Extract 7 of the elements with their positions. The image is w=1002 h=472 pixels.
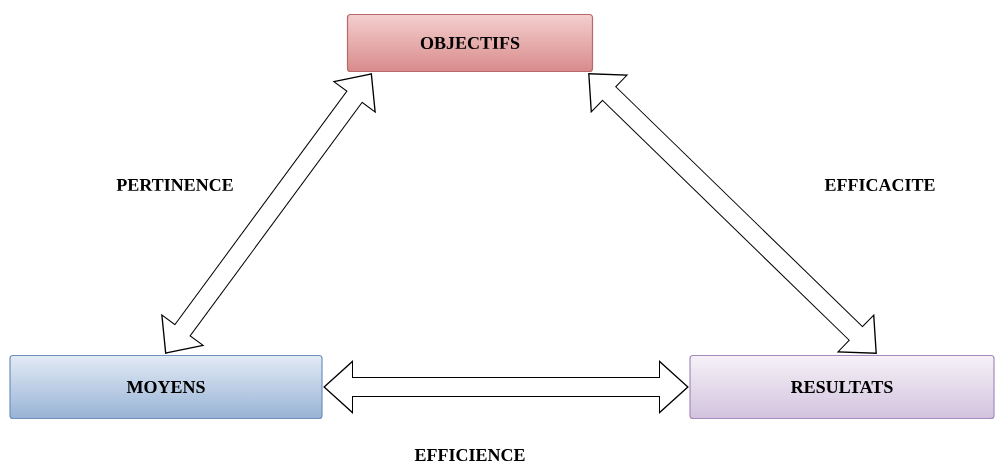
process-box: RESULTATS xyxy=(689,354,995,420)
double-arrow xyxy=(588,73,877,354)
process-box: MOYENS xyxy=(9,354,323,420)
edge-label: EFFICACITE xyxy=(822,176,938,194)
process-box: OBJECTIFS xyxy=(346,13,594,73)
edge-label: EFFICIENCE xyxy=(412,446,528,464)
edge-label: PERTINENCE xyxy=(114,176,236,194)
